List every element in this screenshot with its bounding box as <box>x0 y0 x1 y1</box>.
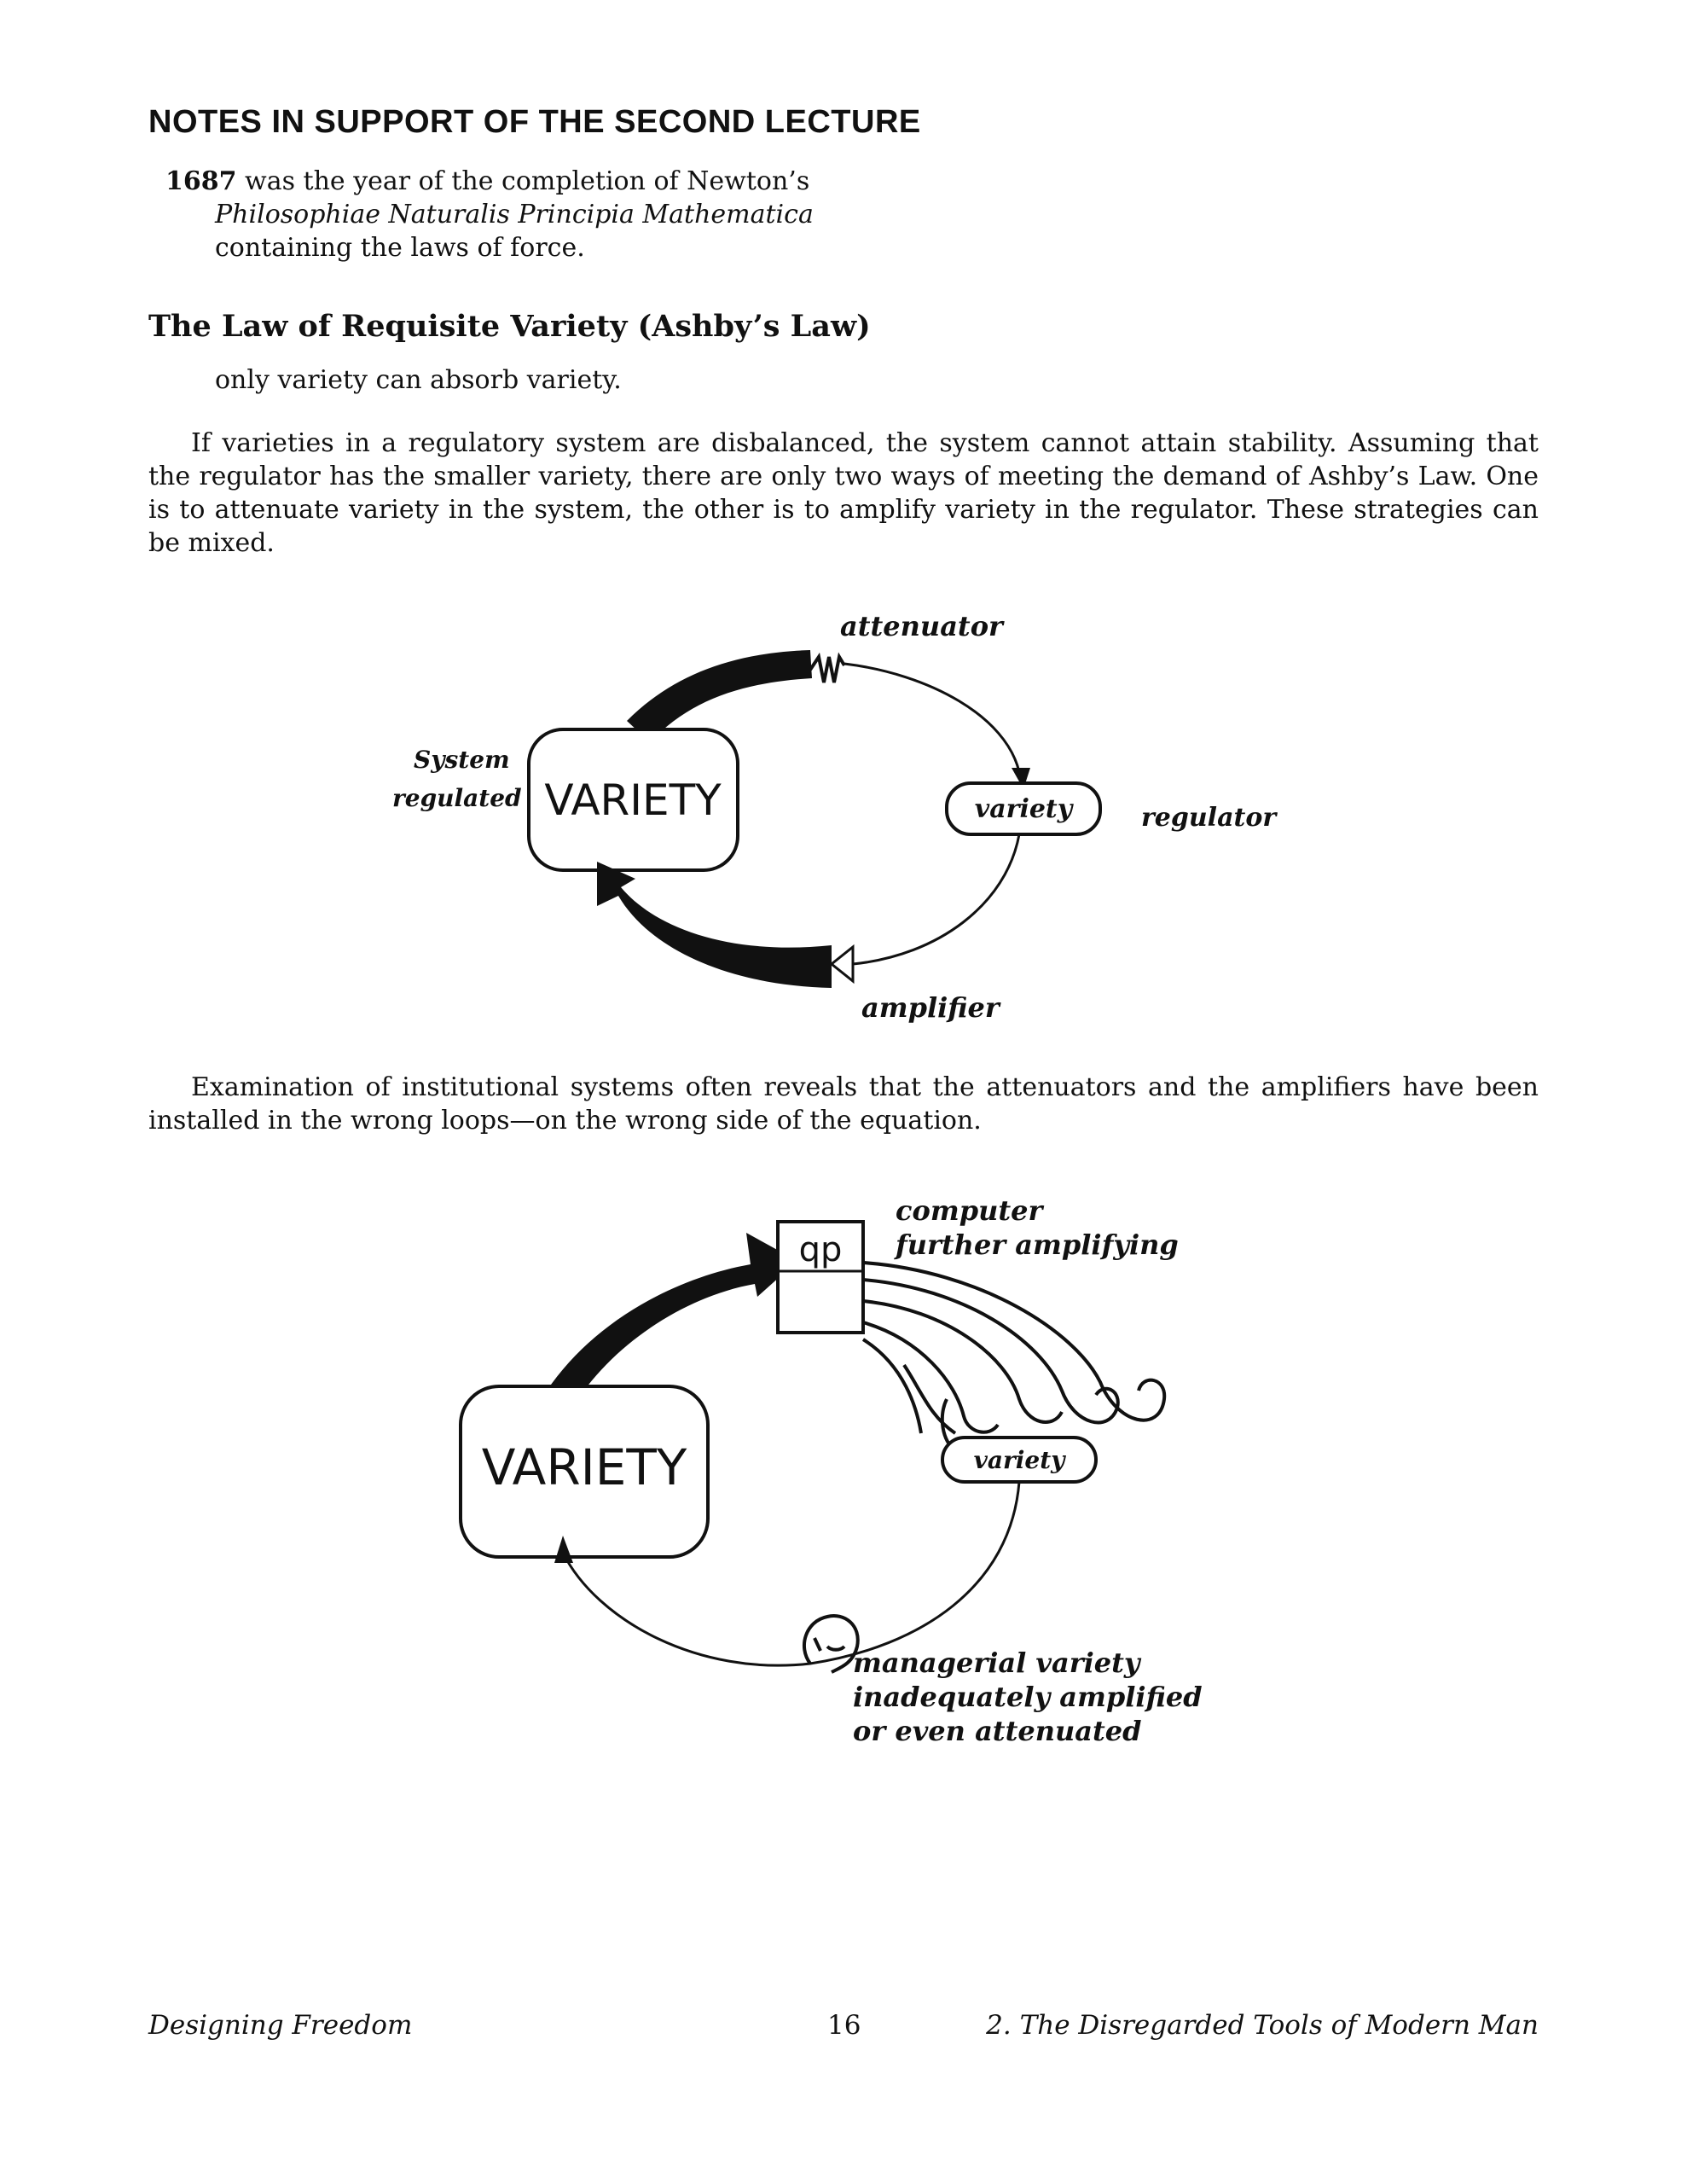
footer-chapter-title: 2. The Disregarded Tools of Modern Man <box>986 2010 1539 2041</box>
managerial-label-2: inadequately amplified <box>853 1681 1203 1713</box>
diagram2-small-variety-label: variety <box>974 1446 1067 1474</box>
amplification-swirls <box>863 1263 1164 1450</box>
footer-book-title: Designing Freedom <box>148 2010 412 2041</box>
managerial-label-3: or even attenuated <box>853 1715 1142 1747</box>
computer-label-2: further amplifying <box>894 1228 1179 1261</box>
computer-label-1: computer <box>896 1194 1044 1227</box>
computer-glyph: qp <box>799 1230 843 1269</box>
managerial-label-1: managerial variety <box>853 1647 1142 1679</box>
diagram2-variety-box-label: VARIETY <box>482 1438 687 1496</box>
diagram-2: qp VARIETY variety computer further amp <box>0 0 1687 1792</box>
footer-page-number: 16 <box>827 2010 861 2041</box>
